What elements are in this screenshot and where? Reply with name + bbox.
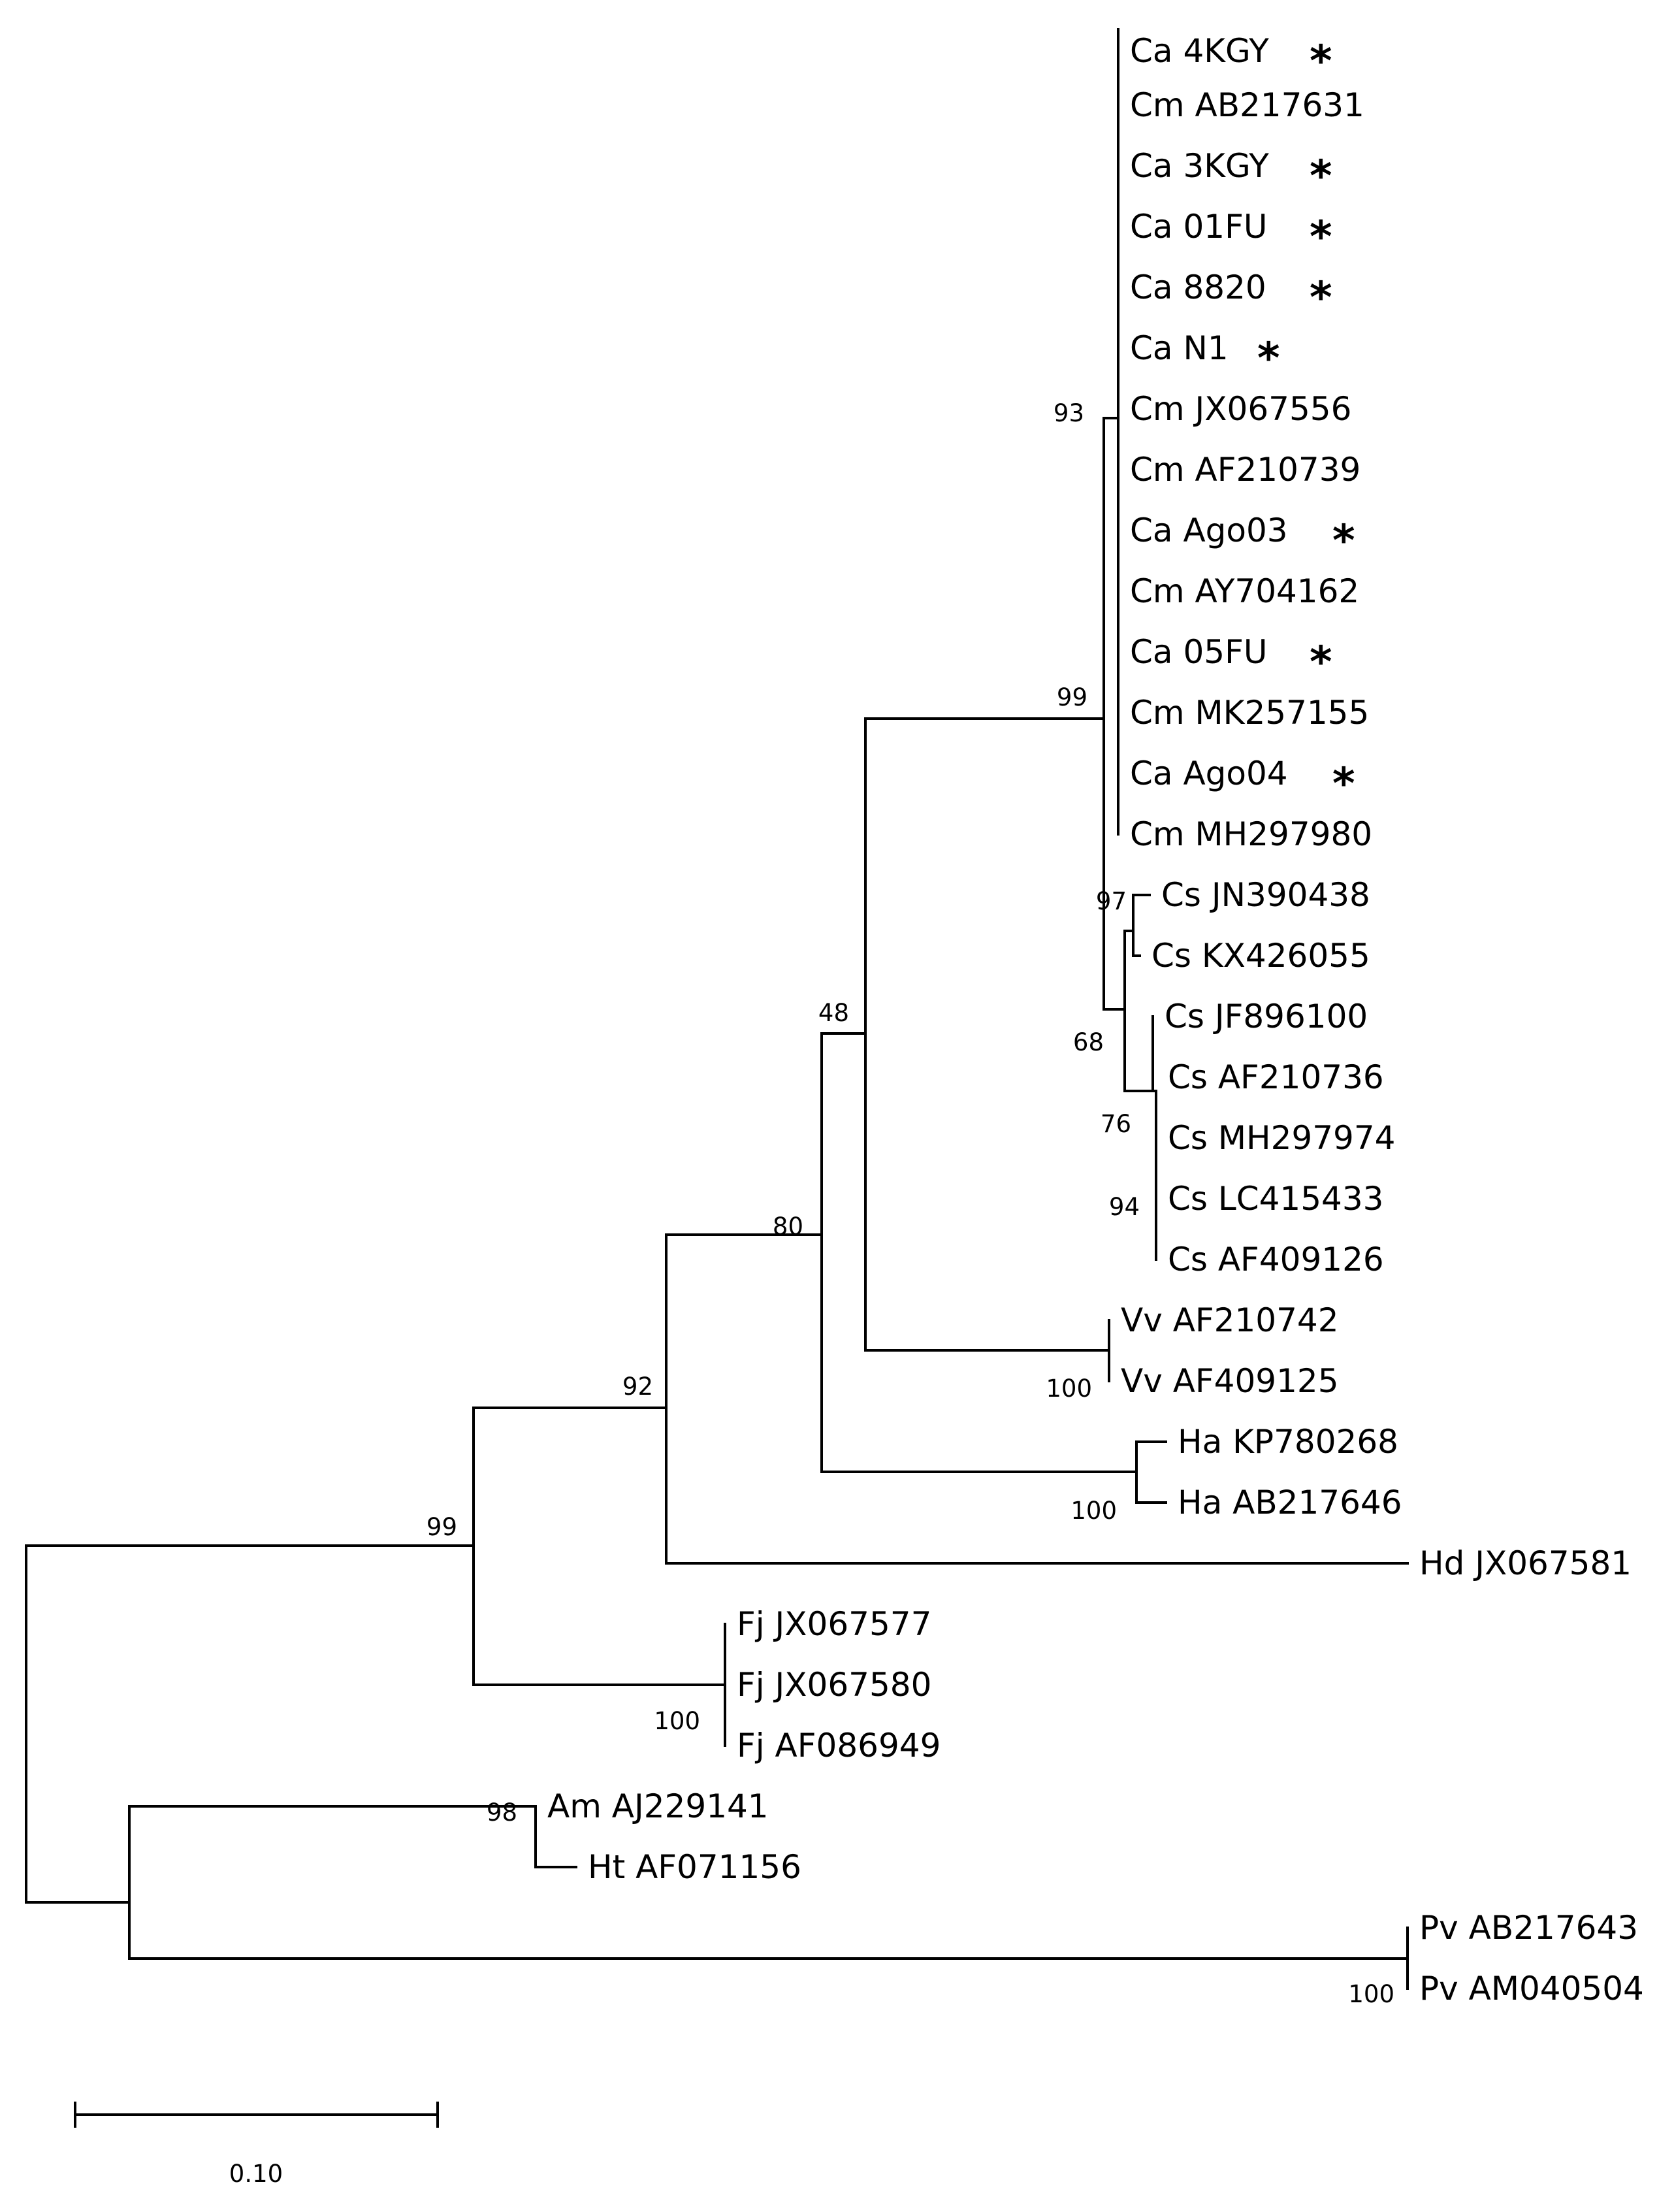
- bootstrap-value: 80: [773, 1212, 803, 1241]
- leaf-label: Ca 3KGY: [1130, 147, 1269, 185]
- leaf-label: Cs LC415433: [1168, 1180, 1384, 1218]
- leaf-label: Ha AB217646: [1178, 1484, 1402, 1521]
- asterisk-marker: *: [1310, 272, 1332, 323]
- leaf-label: Cm AB217631: [1130, 86, 1364, 124]
- leaf-label: Fj AF086949: [737, 1727, 941, 1765]
- leaf-label: Vv AF409125: [1121, 1362, 1339, 1400]
- leaf-label: Am AJ229141: [547, 1787, 769, 1825]
- leaf-label: Ha KP780268: [1178, 1423, 1398, 1461]
- asterisk-marker: *: [1310, 637, 1332, 687]
- leaf-label: Pv AM040504: [1419, 1970, 1644, 2008]
- asterisk-marker: *: [1332, 758, 1355, 809]
- bootstrap-value: 100: [1070, 1497, 1117, 1525]
- bootstrap-value: 48: [818, 999, 849, 1027]
- asterisk-marker: *: [1310, 212, 1332, 262]
- scale-bar-label: 0.10: [229, 2160, 283, 2188]
- bootstrap-value: 97: [1096, 887, 1127, 915]
- bootstrap-value: 76: [1101, 1110, 1131, 1138]
- leaf-label: Ht AF071156: [588, 1848, 801, 1886]
- leaf-label: Ca 4KGY: [1130, 32, 1269, 70]
- scale-bar: 0.10: [74, 2102, 439, 2188]
- leaf-label: Cs AF409126: [1168, 1241, 1384, 1278]
- leaf-label: Ca Ago04: [1130, 755, 1288, 792]
- bootstrap-value: 92: [622, 1373, 653, 1401]
- asterisk-marker: *: [1310, 151, 1332, 201]
- asterisk-marker: *: [1257, 333, 1280, 383]
- bootstrap-value: 98: [487, 1798, 517, 1827]
- leaf-label: Ca N1: [1130, 329, 1229, 367]
- leaf-label: Fj JX067580: [737, 1666, 931, 1704]
- leaf-label: Cm JX067556: [1130, 390, 1351, 428]
- leaf-label: Fj JX067577: [737, 1605, 931, 1643]
- leaf-label: Cm MH297980: [1130, 815, 1372, 853]
- bootstrap-value: 100: [1348, 1980, 1394, 2008]
- leaf-label: Cm MK257155: [1130, 694, 1369, 732]
- tree-branches: [25, 28, 1409, 1990]
- leaf-label: Ca 05FU: [1130, 633, 1267, 671]
- leaf-label: Ca 8820: [1130, 268, 1266, 306]
- leaf-label: Cm AY704162: [1130, 572, 1359, 610]
- bootstrap-value: 93: [1054, 399, 1084, 427]
- bootstrap-value: 99: [427, 1513, 457, 1541]
- leaf-label: Pv AB217643: [1419, 1909, 1638, 1947]
- bootstrap-value: 94: [1109, 1193, 1140, 1221]
- bootstrap-value: 100: [1046, 1374, 1092, 1403]
- leaf-label: Cs KX426055: [1151, 937, 1370, 975]
- leaf-label: Vv AF210742: [1121, 1301, 1339, 1339]
- asterisk-marker: *: [1332, 515, 1355, 566]
- bootstrap-value: 99: [1057, 683, 1087, 711]
- asterisk-marker: *: [1310, 36, 1332, 86]
- bootstrap-values: 93 99 97 68 76 94 48 80 92 99 100 100 100 98 100: [427, 399, 1394, 2008]
- leaf-label: Cs JF896100: [1165, 998, 1368, 1035]
- leaf-label: Cs MH297974: [1168, 1119, 1395, 1157]
- bootstrap-value: 100: [654, 1707, 700, 1735]
- leaf-label: Ca Ago03: [1130, 512, 1288, 549]
- leaf-label: Cs AF210736: [1168, 1058, 1384, 1096]
- leaf-label: Cm AF210739: [1130, 451, 1360, 489]
- leaf-label: Cs JN390438: [1161, 876, 1370, 914]
- leaf-label: Hd JX067581: [1419, 1544, 1632, 1582]
- bootstrap-value: 68: [1073, 1028, 1104, 1056]
- leaf-label: Ca 01FU: [1130, 208, 1267, 246]
